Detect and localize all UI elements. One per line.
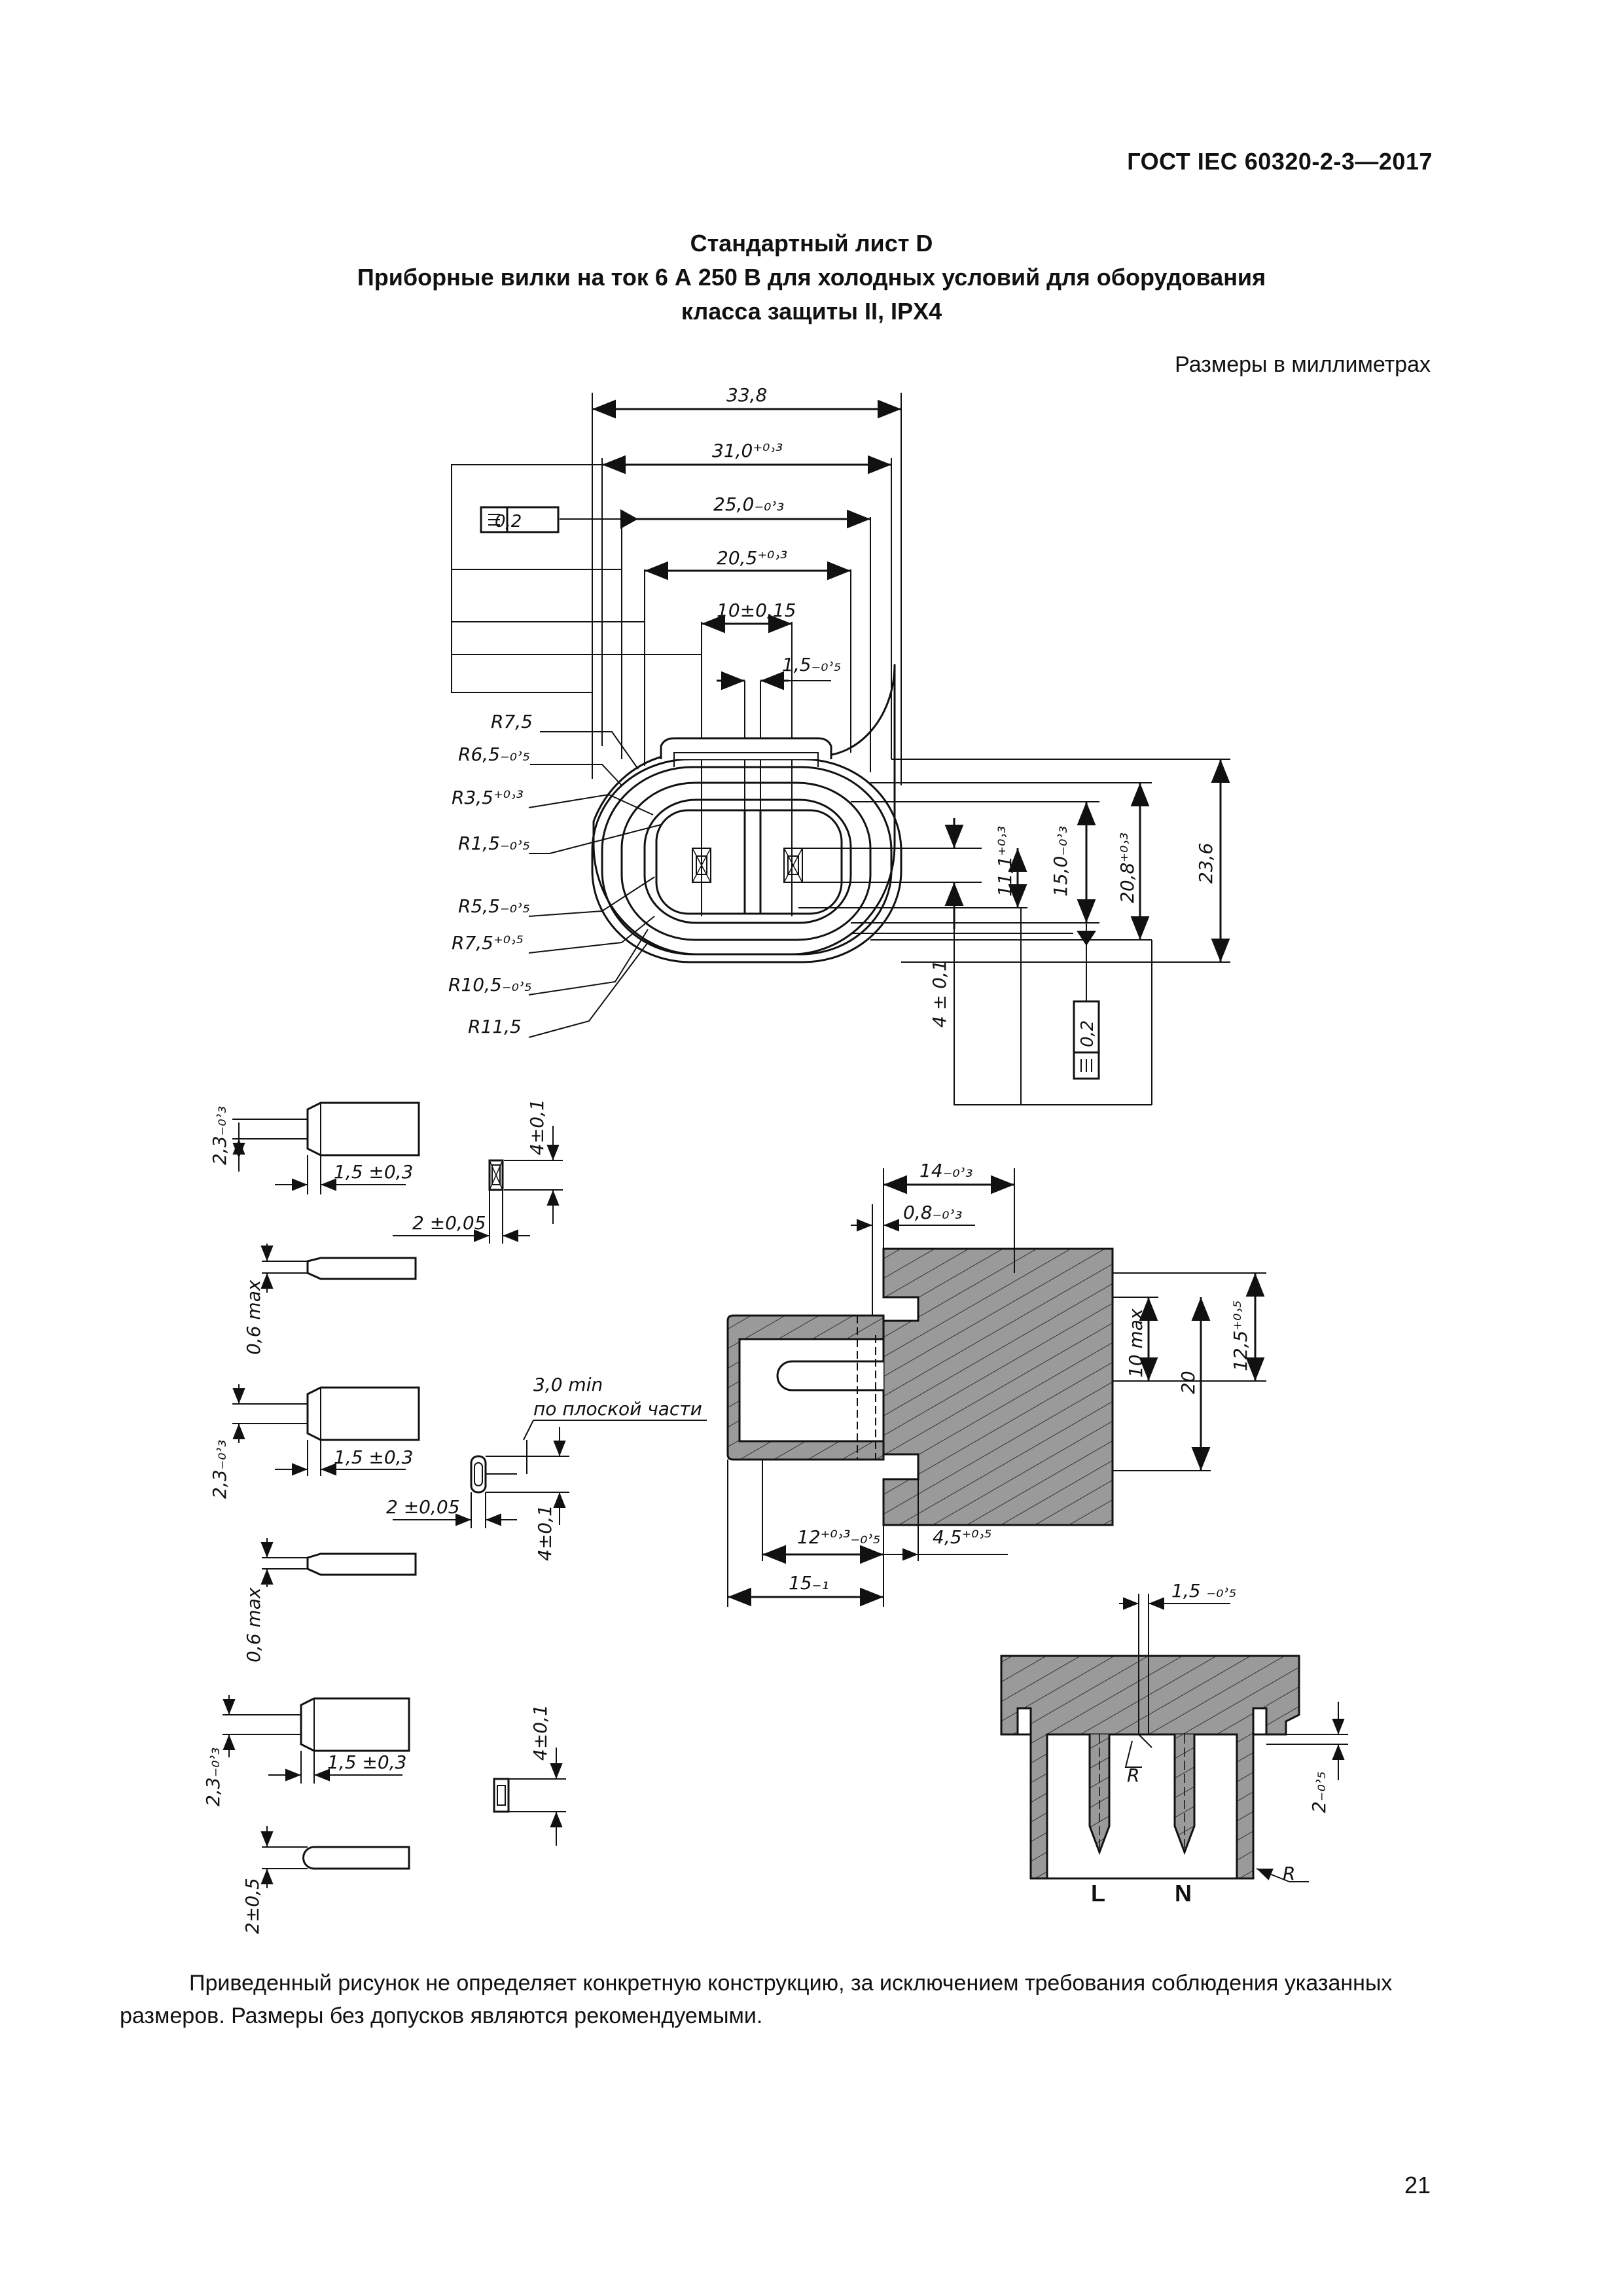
dim-4-01-top: 4 ± 0,1 [929, 960, 950, 1028]
dim-4-01-b: 4±0,1 [534, 1505, 556, 1561]
dim-2-05: 2±0,5 [241, 1878, 263, 1934]
dim-15: 15₋₁ [789, 1572, 829, 1594]
dim-15-0: 15,0₋₀˒₃ [1050, 826, 1071, 897]
dimension-labels: 33,8 31,0⁺⁰˒³ 25,0₋₀˒₃ 20,5⁺⁰˒³ 10±0,15 … [202, 384, 1330, 1934]
radius-3-5: R3,5⁺⁰˒³ [452, 787, 524, 808]
dim-2-005-b: 2 ±0,05 [386, 1496, 460, 1518]
dim-10max: 10 max [1125, 1308, 1147, 1378]
dim-1-5-b: 1,5 ±0,3 [334, 1446, 413, 1468]
dim-4-5: 4,5⁺⁰˒⁵ [933, 1526, 991, 1548]
drawing-footnote: Приведенный рисунок не определяет конкре… [120, 1971, 1393, 2028]
page-number: 21 [1404, 2172, 1431, 2198]
dim-3-0min: 3,0 min [533, 1374, 603, 1395]
radius-1-5: R1,5₋₀˒₅ [458, 833, 530, 854]
dim-2-3-a: 2,3₋₀˒₃ [209, 1106, 230, 1165]
label-N: N [1175, 1880, 1192, 1907]
pin-detail-1 [232, 1102, 563, 1293]
sheet-subtitle-line1: Приборные вилки на ток 6 А 250 В для хол… [357, 264, 1266, 291]
radius-10-5: R10,5₋₀˒₅ [448, 974, 532, 996]
sheet-subtitle-line2: класса защиты II, IPX4 [681, 298, 942, 325]
flatness-tol-right: 0,2 [1078, 1020, 1097, 1047]
label-L: L [1091, 1880, 1105, 1907]
radius-r-outer: R [1283, 1863, 1295, 1884]
dim-2-section: 2₋₀˒₅ [1308, 1771, 1330, 1813]
dim-2-3-b: 2,3₋₀˒₃ [209, 1440, 230, 1499]
document-header: ГОСТ IEC 60320-2-3—2017 [1127, 148, 1433, 175]
pin-right [783, 848, 803, 883]
dim-3-0min-note: по плоской части [533, 1398, 702, 1420]
dim-0-8: 0,8₋₀˒₃ [903, 1202, 962, 1223]
dim-0-6max-b: 0,6 max [243, 1587, 264, 1662]
dim-31-0: 31,0⁺⁰˒³ [712, 440, 783, 461]
dim-12: 12⁺⁰˒³₋₀˒₅ [797, 1526, 880, 1548]
dim-20-5: 20,5⁺⁰˒³ [717, 547, 787, 569]
flatness-tol-top: 0,2 [495, 512, 522, 531]
radius-7-5: R7,5 [491, 711, 533, 732]
pin-left [692, 848, 711, 883]
dim-25-0: 25,0₋₀˒₃ [713, 493, 784, 515]
dim-4-01-c: 4±0,1 [529, 1704, 551, 1761]
pin-section-view [1000, 1594, 1348, 1882]
radius-r-inner: R [1127, 1765, 1139, 1786]
dim-10: 10±0,15 [717, 600, 796, 621]
section-view [726, 1168, 1266, 1607]
dim-14: 14₋₀˒₃ [919, 1160, 972, 1181]
dim-33-8: 33,8 [726, 384, 767, 406]
pin-detail-2 [232, 1384, 707, 1587]
sheet-title: Стандартный лист D [690, 230, 933, 257]
radius-11-5: R11,5 [468, 1016, 522, 1037]
front-view [451, 393, 1230, 1105]
dim-1-5-b-section: 1,5 ₋₀˒₅ [1171, 1580, 1236, 1602]
radius-5-5: R5,5₋₀˒₅ [458, 895, 530, 917]
dim-1-5-top: 1,5₋₀˒₅ [782, 654, 841, 675]
dim-2-3-c: 2,3₋₀˒₃ [202, 1748, 224, 1806]
dim-1-5-c: 1,5 ±0,3 [327, 1751, 406, 1773]
radius-7-5b: R7,5⁺⁰˒⁵ [452, 932, 524, 954]
radius-6-5: R6,5₋₀˒₅ [458, 744, 530, 765]
pin-detail-3 [223, 1695, 566, 1888]
dim-12-5: 12,5⁺⁰˒⁵ [1230, 1300, 1251, 1371]
dim-20-8: 20,8⁺⁰˒³ [1116, 833, 1138, 903]
dim-11-1: 11,1⁺⁰˒³ [994, 826, 1016, 897]
dim-2-005-a: 2 ±0,05 [412, 1212, 486, 1234]
dim-23-6: 23,6 [1195, 843, 1217, 884]
dim-0-6max-a: 0,6 max [243, 1280, 264, 1355]
dim-20: 20 [1177, 1371, 1199, 1394]
dim-1-5-a: 1,5 ±0,3 [334, 1161, 413, 1183]
dim-4-01-a: 4±0,1 [526, 1099, 548, 1155]
units-note: Размеры в миллиметрах [1175, 352, 1431, 377]
